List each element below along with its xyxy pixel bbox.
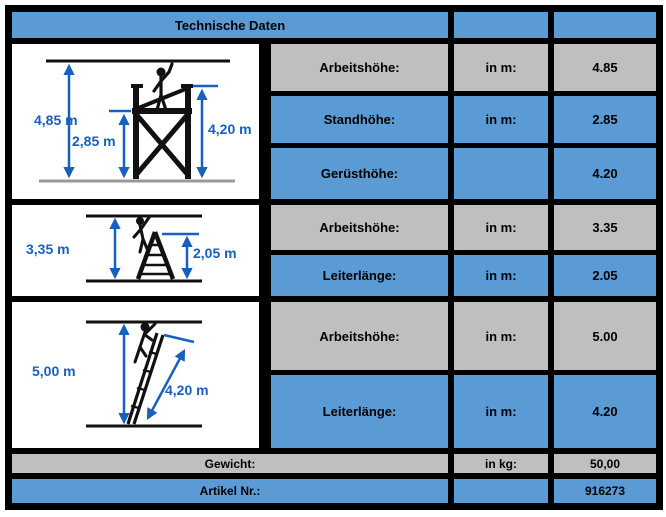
dimension-label: 5,00 m <box>32 363 76 379</box>
table-title: Technische Daten <box>12 12 448 38</box>
cell-label-arbeitshoehe-3: Arbeitshöhe: <box>271 302 448 370</box>
section-leaning-ladder: 5,00 m 4,20 m Arbeitshöhe: in m: 5.00 Le… <box>12 302 656 448</box>
stepladder-structure <box>135 231 176 280</box>
dimension-label: 4,85 m <box>34 112 78 128</box>
dimension-label: 2,85 m <box>72 133 116 149</box>
cell-value-artikelnr: 916273 <box>554 479 656 503</box>
cell-value-leiterlaenge-1: 2.05 <box>554 255 656 296</box>
ladder-structure <box>126 332 165 425</box>
cell-label-artikelnr: Artikel Nr.: <box>12 479 448 503</box>
footer-row-artikelnr: Artikel Nr.: 916273 <box>12 479 656 503</box>
stepladder-diagram: 3,35 m 2,05 m <box>12 205 259 296</box>
worker-figure <box>132 214 152 254</box>
cell-value-gewicht: 50,00 <box>554 454 656 473</box>
cell-value-arbeitshoehe-3: 5.00 <box>554 302 656 370</box>
cell-unit-standhoehe: in m: <box>454 96 548 143</box>
section-scaffold: 4,85 m 2,85 m 4,20 m Arbeitshöhe: in m: … <box>12 44 656 199</box>
cell-value-arbeitshoehe-1: 4.85 <box>554 44 656 91</box>
dimension-arrows <box>118 323 195 425</box>
leaning-ladder-diagram-svg: 5,00 m 4,20 m <box>32 320 209 428</box>
cell-unit-gewicht: in kg: <box>454 454 548 473</box>
dimension-label: 4,20 m <box>165 382 209 398</box>
cell-label-gewicht: Gewicht: <box>12 454 448 473</box>
dimension-label: 3,35 m <box>26 241 70 257</box>
cell-value-arbeitshoehe-2: 3.35 <box>554 205 656 250</box>
cell-unit-leiterlaenge-2: in m: <box>454 375 548 448</box>
technical-data-table: Technische Daten <box>5 5 663 510</box>
section-stepladder: 3,35 m 2,05 m Arbeitshöhe: in m: 3.35 Le… <box>12 205 656 296</box>
cell-label-arbeitshoehe-1: Arbeitshöhe: <box>271 44 448 91</box>
dimension-arrows <box>109 217 199 280</box>
header-row: Technische Daten <box>12 12 656 38</box>
cell-unit-arbeitshoehe-3: in m: <box>454 302 548 370</box>
cell-unit-artikelnr <box>454 479 548 503</box>
stepladder-diagram-svg: 3,35 m 2,05 m <box>26 214 237 283</box>
cell-label-leiterlaenge-1: Leiterlänge: <box>271 255 448 296</box>
cell-value-leiterlaenge-2: 4.20 <box>554 375 656 448</box>
footer-row-gewicht: Gewicht: in kg: 50,00 <box>12 454 656 473</box>
cell-label-geruesthoehe: Gerüsthöhe: <box>271 148 448 199</box>
cell-unit-arbeitshoehe-1: in m: <box>454 44 548 91</box>
worker-figure <box>152 62 174 112</box>
cell-unit-geruesthoehe <box>454 148 548 199</box>
dimension-arrows <box>63 63 218 179</box>
dimension-label: 2,05 m <box>193 245 237 261</box>
cell-label-arbeitshoehe-2: Arbeitshöhe: <box>271 205 448 250</box>
dimension-label: 4,20 m <box>208 121 252 137</box>
cell-label-standhoehe: Standhöhe: <box>271 96 448 143</box>
cell-unit-arbeitshoehe-2: in m: <box>454 205 548 250</box>
scaffold-diagram: 4,85 m 2,85 m 4,20 m <box>12 44 259 199</box>
scaffold-structure <box>131 84 193 179</box>
cell-label-leiterlaenge-2: Leiterlänge: <box>271 375 448 448</box>
leaning-ladder-diagram: 5,00 m 4,20 m <box>12 302 259 448</box>
worker-figure <box>133 322 157 364</box>
header-value-cell <box>554 12 656 38</box>
header-unit-cell <box>454 12 548 38</box>
cell-unit-leiterlaenge-1: in m: <box>454 255 548 296</box>
cell-value-standhoehe: 2.85 <box>554 96 656 143</box>
scaffold-diagram-svg: 4,85 m 2,85 m 4,20 m <box>34 59 252 183</box>
cell-value-geruesthoehe: 4.20 <box>554 148 656 199</box>
